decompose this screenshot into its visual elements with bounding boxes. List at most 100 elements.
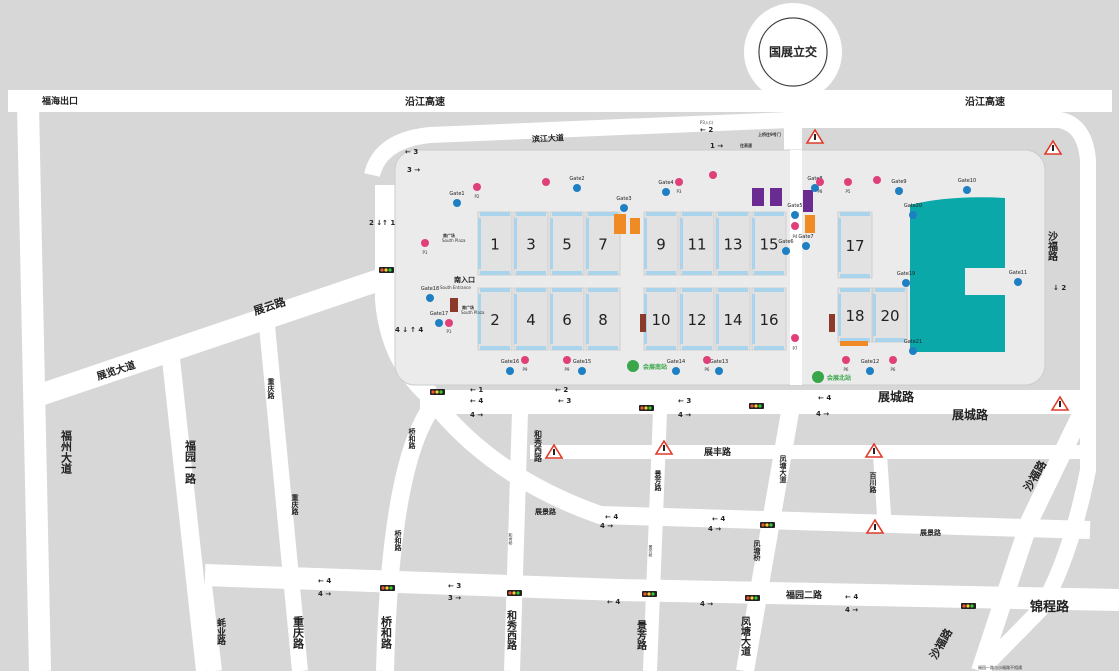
gate-9[interactable]: Gate9 bbox=[891, 179, 907, 195]
svg-text:P3: P3 bbox=[677, 189, 682, 194]
svg-text:P2: P2 bbox=[475, 194, 480, 199]
gate-2[interactable]: Gate2 bbox=[569, 176, 585, 192]
gate-label: Gate21 bbox=[904, 339, 922, 345]
traffic-light-1 bbox=[379, 267, 394, 273]
gate-11[interactable]: Gate11 bbox=[1009, 270, 1027, 286]
parking-pin-p3[interactable]: P3 bbox=[675, 178, 683, 194]
gate-18[interactable]: Gate18 bbox=[421, 286, 439, 302]
hall-3[interactable] bbox=[513, 211, 549, 276]
gate-label: Gate5 bbox=[787, 203, 802, 209]
parking-pin-p4[interactable]: P4 bbox=[791, 222, 799, 239]
south-entrance-label: 南入口 bbox=[454, 275, 475, 284]
label-yanjiang-right: 沿江高速 bbox=[965, 95, 1005, 108]
road-qiaohe bbox=[376, 405, 438, 671]
hall-1-number: 1 bbox=[490, 236, 500, 254]
hall-7-number: 7 bbox=[598, 236, 608, 254]
gate-3[interactable]: Gate3 bbox=[616, 196, 632, 212]
parking-pin-p8[interactable]: P8 bbox=[816, 178, 824, 194]
hall-20[interactable] bbox=[872, 287, 908, 343]
hall-12[interactable] bbox=[679, 287, 715, 351]
metro-station-south[interactable]: 会展南站 bbox=[627, 360, 667, 372]
gate-12[interactable]: Gate12 bbox=[861, 359, 879, 375]
parking-pin-p6b[interactable]: P6 bbox=[842, 356, 850, 372]
hall-17[interactable] bbox=[837, 211, 873, 279]
road-binjiang bbox=[364, 112, 1096, 671]
hall-6[interactable] bbox=[549, 287, 585, 351]
svg-text:P8: P8 bbox=[818, 189, 823, 194]
gate-21[interactable]: Gate21 bbox=[904, 339, 922, 355]
south-plaza-label: 南广场 bbox=[443, 232, 455, 238]
gate-4[interactable]: Gate4 bbox=[658, 180, 674, 196]
svg-text:P6: P6 bbox=[705, 367, 710, 372]
parking-pin-p1[interactable]: P1 bbox=[421, 239, 429, 255]
label-fuhai-exit: 福海出口 bbox=[41, 95, 78, 107]
lane-arrow-12: ← 2 bbox=[555, 386, 568, 394]
parking-pin-p9b[interactable]: P9 bbox=[563, 356, 571, 372]
gate-label: Gate19 bbox=[897, 271, 915, 277]
hall-11-number: 11 bbox=[687, 236, 706, 254]
road-fengtang bbox=[736, 410, 799, 671]
parking-pin-p9[interactable]: P9 bbox=[521, 356, 529, 372]
gate-19[interactable]: Gate19 bbox=[897, 271, 915, 287]
gate-7[interactable]: Gate7 bbox=[798, 234, 814, 250]
parking-pin-p3b[interactable] bbox=[709, 171, 717, 179]
hall-8[interactable] bbox=[585, 287, 621, 351]
svg-text:P6: P6 bbox=[891, 367, 896, 372]
parking-pin-p1b[interactable]: P1 bbox=[445, 319, 453, 334]
gate-20[interactable]: Gate20 bbox=[904, 203, 922, 219]
label-fuzhou-text: 福州大道 bbox=[60, 429, 74, 475]
label-zhancheng-b: 展城路 bbox=[952, 407, 989, 422]
purple-block-c bbox=[803, 190, 813, 212]
gate-label: Gate20 bbox=[904, 203, 922, 209]
parking-pin-p5[interactable]: P5 bbox=[844, 178, 852, 194]
gate-15[interactable]: Gate15 bbox=[573, 359, 591, 375]
hall-2[interactable] bbox=[477, 287, 513, 351]
parking-pin-p6a[interactable]: P6 bbox=[703, 356, 711, 372]
warning-sign-6 bbox=[1050, 395, 1070, 411]
hall-15[interactable] bbox=[751, 211, 787, 276]
gate-label: Gate8 bbox=[807, 176, 822, 182]
venue-complex bbox=[394, 149, 1046, 386]
gate-label: Gate14 bbox=[667, 359, 685, 365]
parking-pin-p2b[interactable] bbox=[542, 178, 550, 186]
hall-5[interactable] bbox=[549, 211, 585, 276]
gate-10[interactable]: Gate10 bbox=[958, 178, 976, 194]
parking-pin-p7[interactable]: P7 bbox=[791, 334, 799, 351]
hall-20-number: 20 bbox=[880, 307, 899, 325]
gate-label: Gate2 bbox=[569, 176, 584, 182]
gate-1[interactable]: Gate1 bbox=[449, 191, 465, 207]
parking-pin-p5b[interactable] bbox=[873, 176, 881, 184]
gate-label: Gate9 bbox=[891, 179, 906, 185]
metro-station-north[interactable]: 会展北站 bbox=[812, 371, 851, 383]
gate-5[interactable]: Gate5 bbox=[787, 203, 803, 219]
hall-4[interactable] bbox=[513, 287, 549, 351]
lane-arrow-16: ← 4 bbox=[818, 394, 831, 402]
gate-16[interactable]: Gate16 bbox=[501, 359, 519, 375]
parking-pin-p6c[interactable]: P6 bbox=[889, 356, 897, 372]
hall-11[interactable] bbox=[679, 211, 715, 276]
lane-arrow-17: 4 → bbox=[816, 410, 829, 418]
hall-9[interactable] bbox=[643, 211, 679, 276]
gate-13[interactable]: Gate13 bbox=[710, 359, 728, 375]
gate-14[interactable]: Gate14 bbox=[667, 359, 685, 375]
gate-6[interactable]: Gate6 bbox=[778, 239, 794, 255]
label-haoye: 蚝业路 bbox=[215, 617, 226, 646]
label-chongqing-c: 重庆路 bbox=[292, 615, 306, 650]
hall-13-number: 13 bbox=[723, 236, 742, 254]
parking-pin-p2a[interactable]: P2 bbox=[473, 183, 481, 199]
warning-sign-4 bbox=[654, 439, 674, 455]
hall-1[interactable] bbox=[477, 211, 513, 276]
hall-6-number: 6 bbox=[562, 311, 572, 329]
brown-block-b bbox=[640, 314, 646, 332]
teal-hall[interactable] bbox=[910, 197, 1005, 352]
hall-10[interactable] bbox=[643, 287, 679, 351]
orange-block-a bbox=[614, 214, 626, 234]
gate-17[interactable]: Gate17 bbox=[430, 311, 448, 327]
gate-8[interactable]: Gate8 bbox=[807, 176, 823, 192]
label-zhancheng: 展城路 bbox=[878, 389, 915, 404]
hall-18[interactable] bbox=[837, 287, 873, 343]
hall-13[interactable] bbox=[715, 211, 751, 276]
hall-14[interactable] bbox=[715, 287, 751, 351]
hall-16[interactable] bbox=[751, 287, 787, 351]
hall-4-number: 4 bbox=[526, 311, 536, 329]
